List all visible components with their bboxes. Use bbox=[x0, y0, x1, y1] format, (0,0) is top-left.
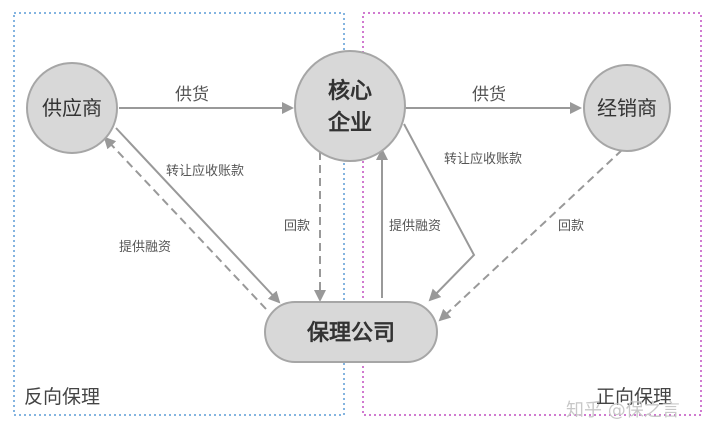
label-provide-financing-center: 提供融资 bbox=[389, 218, 441, 234]
label-repayment-right: 回款 bbox=[558, 219, 584, 234]
node-supplier: 供应商 bbox=[26, 62, 118, 154]
label-transfer-receivable-left: 转让应收账款 bbox=[166, 163, 244, 179]
label-supply-right: 供货 bbox=[472, 85, 506, 105]
label-transfer-receivable-right: 转让应收账款 bbox=[444, 151, 522, 167]
node-distributor-label: 经销商 bbox=[597, 96, 657, 120]
edge-repayment-right bbox=[438, 149, 623, 322]
node-factoring-label: 保理公司 bbox=[306, 321, 395, 346]
edge-transfer-receivable-right bbox=[403, 123, 476, 302]
node-factoring-company: 保理公司 bbox=[264, 301, 438, 363]
node-core-enterprise: 核心 企业 bbox=[294, 50, 406, 162]
reverse-factoring-label: 反向保理 bbox=[24, 386, 100, 408]
label-supply-left: 供货 bbox=[175, 85, 209, 105]
label-provide-financing-left: 提供融资 bbox=[119, 239, 171, 255]
edge-provide-financing-left bbox=[103, 136, 267, 310]
edge-transfer-receivable-left bbox=[115, 127, 281, 304]
node-core-line1: 核心 bbox=[328, 78, 372, 104]
label-repayment-center: 回款 bbox=[284, 219, 310, 234]
reverse-factoring-region bbox=[13, 12, 345, 416]
node-distributor: 经销商 bbox=[583, 64, 671, 152]
watermark: 知乎 @保之言 bbox=[566, 400, 680, 421]
node-core-line2: 企业 bbox=[327, 110, 372, 136]
node-supplier-label: 供应商 bbox=[42, 96, 102, 120]
forward-factoring-label: 正向保理 bbox=[596, 386, 672, 408]
